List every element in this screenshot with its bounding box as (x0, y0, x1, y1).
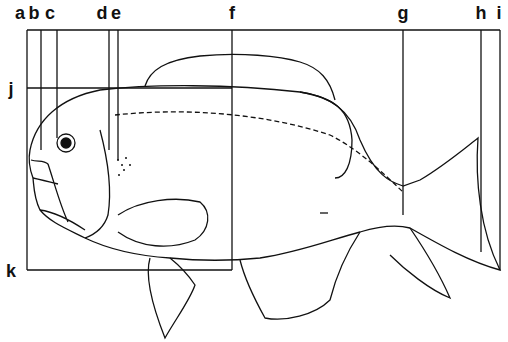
measurement-letter: j (8, 80, 13, 98)
measurement-letter: e (111, 4, 121, 22)
measurement-letter: f (229, 4, 235, 22)
measurement-letter: b (29, 4, 40, 22)
measurement-letter: g (398, 4, 409, 22)
measurement-letter: d (97, 4, 108, 22)
measurement-letter: h (476, 4, 487, 22)
measurement-letter: a (15, 4, 25, 22)
measurement-letter: i (496, 4, 501, 22)
measurement-letter: c (45, 4, 55, 22)
measurement-letter: k (6, 262, 16, 280)
